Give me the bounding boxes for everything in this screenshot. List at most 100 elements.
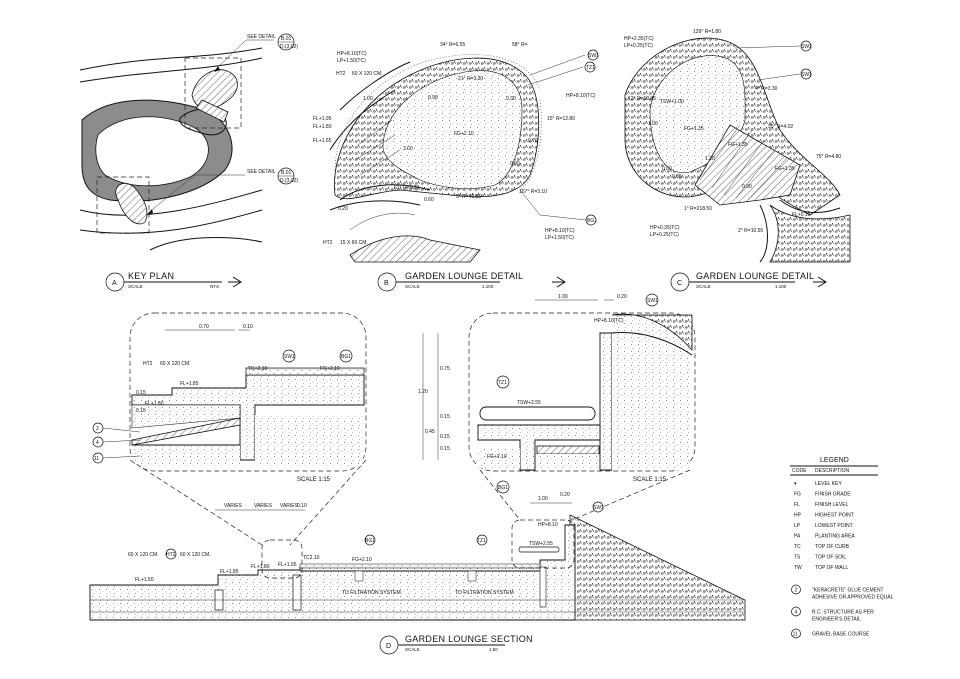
d-label-sw1: SW1 [593,505,604,511]
arrow-right-icon [552,276,566,288]
d-label-tile-size-1: 60 X 120 CM. [128,552,159,558]
left-note-tag-11: 11 [94,456,99,462]
b-dim-090-2: 0.90 [510,161,520,167]
d-label-fl-185: FL+1.85 [220,569,239,575]
d-dim-100: 1.00 [538,496,548,502]
key-plan-drawing: SEE DETAIL SEE DETAIL B.01 D.(3.02) B.01… [79,33,298,251]
legend-description: TOP OF CURB [815,544,850,550]
c-dim-100: 1.00 [648,121,658,127]
title-a-letter: A [112,280,117,287]
title-block-d: D GARDEN LOUNGE SECTION SCALE 1:50 [379,634,533,655]
legend-title: LEGEND [820,457,849,464]
legend-description: FINISH LEVEL [815,502,849,508]
c-label-hp-2: HP+0.35(TC) [650,225,680,231]
title-d-scale-label: SCALE [405,647,420,652]
b-label-sw1: SW1 [588,53,599,59]
right-label-tsw: TSW+2.55 [517,400,541,406]
c-label-lp: LP+0.25(TC) [624,43,653,49]
legend-code: TC [794,544,801,550]
title-b-letter: B [384,280,389,287]
detail-callout-2-bottom: D.(3.02) [280,178,298,184]
b-label-fg: FG+2.10 [454,131,474,137]
legend-note-tag [791,584,801,595]
title-c-scale-value: 1:100 [775,284,787,289]
legend-code: PA [794,534,801,540]
legend-note-text: ENGINEER'S DETAIL [812,617,861,623]
b-dim-090-1: 0.90 [428,95,438,101]
b-label-ht2-2: HT2 [323,240,333,246]
c-label-hp: HP+2.35(TC) [624,36,654,42]
b-label-hp-2: HP+8.10(TC) [566,93,596,99]
right-dim-045: 0.45 [425,429,435,435]
legend-col-code: CODE [792,468,807,474]
left-label-tile-size: 60 X 120 CM. [160,361,191,367]
left-dim-010: 0.10 [243,324,253,330]
left-note-tag-2: 2 [96,426,99,432]
c-label-fg-1: FG+1.35 [684,126,704,132]
legend-code: FL [794,502,800,508]
left-note-tag-4: 4 [96,440,99,446]
left-dim-070: 0.70 [199,324,209,330]
left-label-fg: FG+2.10 [320,366,340,372]
right-scale-text: SCALE 1:15 [633,477,667,483]
left-dim-015-1: 0.15 [136,390,146,396]
enlarged-detail-left: 0.70 0.10 HT2 60 X 120 CM. SW1 BG1 TC+2.… [92,312,367,483]
d-label-tz1: TZ1 [477,538,486,544]
garden-lounge-detail-c: HP+2.35(TC) LP+0.25(TC) 129° R=1.80 SW1 … [624,29,851,263]
legend-note-text: R.C. STRUCTURE AS PER [812,610,874,616]
c-label-sw1-1: SW1 [801,44,812,50]
d-label-fl-180: FL+1.80 [251,564,270,570]
c-arc-4: 2° R=10.55 [738,228,763,234]
d-label-bg1: BG1 [365,538,375,544]
legend-code: ▾ [794,481,797,487]
detail-callout-1-bottom: D.(3.02) [280,44,298,50]
b-arc-1: 34° R=6.55 [440,42,465,48]
c-arc-3: 1° R=218.50 [684,206,712,212]
d-label-fl-195: FL+1.95 [278,562,297,568]
b-dim-100: 1.00 [363,96,373,102]
b-label-tz1: TZ1 [586,65,595,71]
title-d-scale-value: 1:50 [489,647,498,652]
detail-callout-1-top: B.01 [281,36,292,42]
b-arc-2: 58° R= [512,42,528,48]
legend-description: LEVEL KEY [815,481,842,487]
b-arc-7: 21° R=3.30 [458,76,483,82]
c-dim-035: 0.35 [672,174,682,180]
left-label-fl-180: FL+1.80 [145,401,164,407]
b-arc-4: 5° R=46.55 [456,194,481,200]
title-a-text: KEY PLAN [128,271,174,281]
left-label-tc: TC+2.10 [248,366,268,372]
d-label-tc: TC2.10 [303,555,320,561]
title-c-scale-label: SCALE [696,284,711,289]
d-dim-020: 0.20 [560,492,570,498]
b-label-hp-1: HP+8.10(TC) [337,51,367,57]
c-arc-1: 129° R=1.80 [693,29,721,35]
right-label-sw1: SW1 [647,298,658,304]
legend-note-text: ADHESIVE OR APPROVED EQUAL [812,595,894,601]
b-arc-5: 107° R=3.10 [519,189,547,195]
b-label-ht2: HT2 [336,71,346,77]
b-dim-060: 0.60 [424,197,434,203]
d-label-filtration-2: TO FILTRATION SYSTEM [455,590,514,596]
legend-note-number: 2 [795,588,798,594]
c-label-sw1-2: SW1 [801,72,812,78]
d-dim-010: 0.10 [297,503,307,509]
garden-lounge-detail-b: HT2 60 X 120 CM. HP+8.10(TC) LP+1.50(TC)… [313,42,599,263]
legend-note-number: 4 [795,610,798,616]
d-label-fl-150: FL+1.50 [135,577,154,583]
d-dim-varies-1: VARIES [224,503,243,509]
right-dim-100: 1.00 [558,294,568,300]
right-label-hp: HP+8.10(TC) [594,318,624,324]
enlarged-detail-right: 1.00 0.20 SW1 HP+8.10(TC) 0.75 1.20 TZ1 … [418,293,696,494]
legend-description: TOP OF WALL [815,565,848,571]
right-dim-015-2: 0.15 [440,434,450,440]
right-dim-020: 0.20 [617,294,627,300]
legend-description: TOP OF SOIL [815,555,846,561]
c-dim-120: 1.20 [705,156,715,162]
c-label-fg-3: FG+1.35 [775,166,795,172]
b-label-lp-3: LP+1.50(TC) [545,235,574,241]
d-dim-varies-3: VARIES [280,503,299,509]
